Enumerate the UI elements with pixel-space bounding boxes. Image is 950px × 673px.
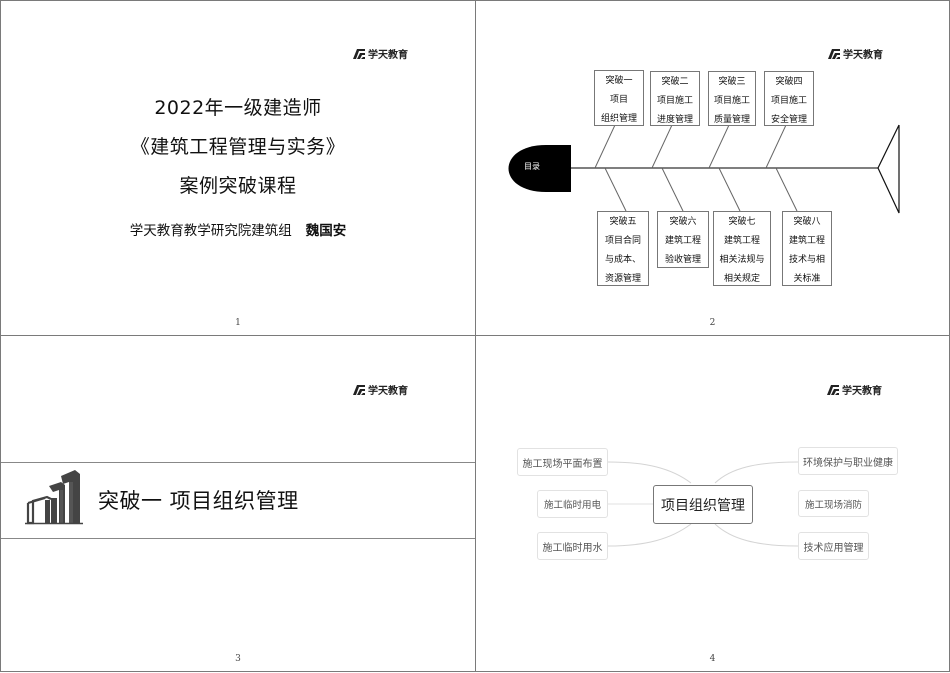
box-line: 突破七: [728, 217, 756, 227]
fishbone-box-2[interactable]: 突破二 项目施工 进度管理: [650, 71, 700, 126]
box-line: 突破三: [718, 77, 746, 87]
box-line: 突破四: [775, 77, 803, 87]
brand-logo: 学天教育: [353, 382, 408, 397]
page-number: 4: [709, 654, 716, 664]
logo-text: 学天教育: [368, 50, 408, 61]
building-icon: [25, 470, 83, 525]
fish-head-label: 目录: [524, 162, 540, 171]
box-line: 进度管理: [656, 115, 693, 125]
fish-head-shape: [508, 145, 571, 192]
box-line: 项目施工: [656, 96, 693, 106]
box-line: 项目施工: [770, 96, 807, 106]
mindmap-node-right-1[interactable]: 环境保护与职业健康: [798, 447, 898, 475]
page-number: 1: [235, 318, 241, 328]
box-line: 资源管理: [604, 274, 641, 284]
box-line: 验收管理: [664, 255, 701, 265]
box-line: 项目: [609, 95, 628, 105]
fishbone-box-7[interactable]: 突破七 建筑工程 相关法规与 相关规定: [713, 211, 771, 286]
logo-text: 学天教育: [843, 50, 883, 61]
page-number: 2: [709, 318, 716, 328]
brand-logo: 学天教育: [353, 46, 408, 61]
logo-text: 学天教育: [368, 386, 408, 397]
fishbone-box-5[interactable]: 突破五 项目合同 与成本、 资源管理: [597, 211, 649, 286]
logo-stripes-icon: [353, 48, 365, 59]
title-line-2: 《建筑工程管理与实务》: [130, 136, 346, 158]
slide-1[interactable]: 学天教育 2022年一级建造师 《建筑工程管理与实务》 案例突破课程 学天教育教…: [0, 0, 476, 336]
fishbone-box-4[interactable]: 突破四 项目施工 安全管理: [764, 71, 814, 126]
section-title: 突破一 项目组织管理: [98, 489, 299, 513]
box-line: 相关法规与: [719, 255, 765, 265]
box-line: 项目合同: [604, 236, 641, 246]
fishbone-diagram: [508, 124, 900, 214]
box-line: 建筑工程: [788, 236, 825, 246]
page-number: 3: [235, 654, 241, 664]
box-line: 建筑工程: [723, 236, 760, 246]
organization: 学天教育教学研究院建筑组: [129, 223, 292, 239]
title-line-1: 2022年一级建造师: [154, 97, 322, 119]
box-line: 相关规定: [723, 274, 760, 284]
box-line: 建筑工程: [664, 236, 701, 246]
brand-logo: 学天教育: [827, 382, 882, 397]
box-line: 突破五: [609, 217, 637, 227]
mindmap-node-left-2[interactable]: 施工临时用电: [537, 490, 608, 518]
box-line: 突破二: [661, 77, 689, 87]
box-line: 技术与相: [788, 255, 825, 265]
mindmap-node-left-3[interactable]: 施工临时用水: [537, 532, 608, 560]
box-line: 与成本、: [604, 255, 641, 265]
mindmap-center-node[interactable]: 项目组织管理: [653, 485, 753, 524]
title-line-3: 案例突破课程: [179, 175, 297, 197]
slide-4[interactable]: 学天教育 项目组织管理 施工现场平面布置 施工临时用电 施工临时用水 环境保护与…: [475, 335, 950, 672]
logo-text: 学天教育: [842, 386, 882, 397]
logo-stripes-icon: [827, 384, 839, 395]
box-line: 安全管理: [770, 115, 807, 125]
subtitle: 学天教育教学研究院建筑组魏国安: [1, 219, 475, 239]
fishbone-box-6[interactable]: 突破六 建筑工程 验收管理: [657, 211, 709, 268]
brand-logo: 学天教育: [828, 46, 883, 61]
box-line: 项目施工: [713, 96, 750, 106]
logo-stripes-icon: [353, 384, 365, 395]
fishbone-box-3[interactable]: 突破三 项目施工 质量管理: [708, 71, 756, 126]
author: 魏国安: [305, 223, 347, 239]
mindmap-node-left-1[interactable]: 施工现场平面布置: [517, 448, 608, 476]
box-line: 突破六: [669, 217, 697, 227]
fishbone-box-8[interactable]: 突破八 建筑工程 技术与相 关标准: [782, 211, 832, 286]
mindmap-node-right-2[interactable]: 施工现场消防: [798, 490, 869, 517]
mindmap-connectors: [607, 461, 799, 547]
box-line: 组织管理: [600, 114, 637, 124]
mindmap-node-right-3[interactable]: 技术应用管理: [798, 532, 869, 560]
slide-3[interactable]: 学天教育 突破一 项目组织管理 3: [0, 335, 476, 672]
box-line: 质量管理: [713, 115, 750, 125]
box-line: 突破八: [793, 217, 821, 227]
section-title-band: 突破一 项目组织管理: [1, 462, 475, 539]
box-line: 突破一: [605, 76, 633, 86]
box-line: 关标准: [793, 274, 821, 284]
slide-2[interactable]: 学天教育 目录 突破一 项目 组织管理 突破二 项目施工 进度管理 突破三 项目…: [475, 0, 950, 336]
logo-stripes-icon: [828, 48, 840, 59]
fishbone-box-1[interactable]: 突破一 项目 组织管理: [594, 70, 644, 126]
